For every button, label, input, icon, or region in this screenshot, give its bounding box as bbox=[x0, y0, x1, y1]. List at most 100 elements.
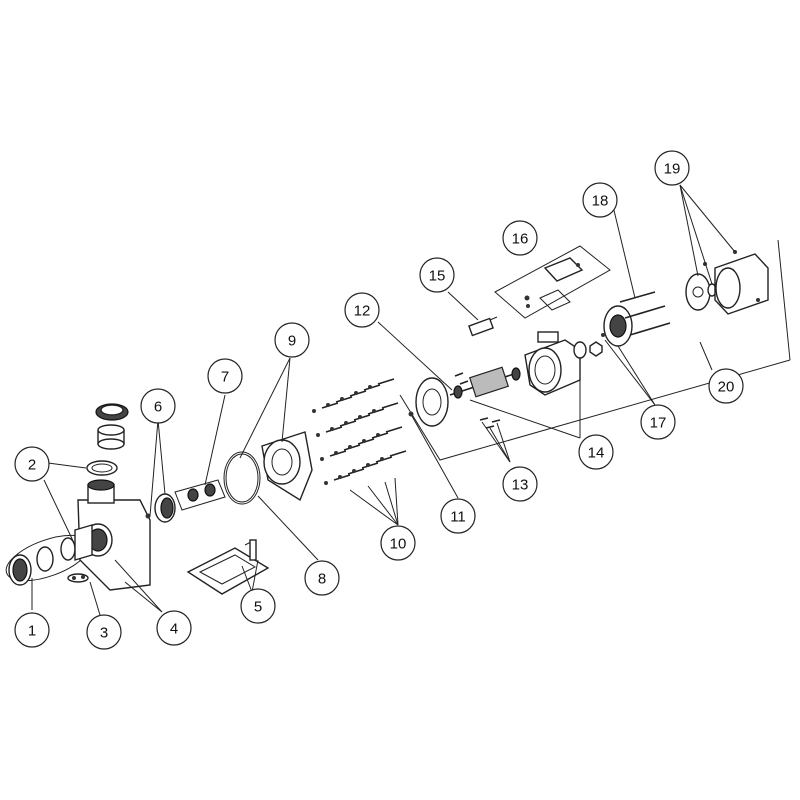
callout-circle bbox=[207, 358, 243, 394]
callout-circle bbox=[582, 182, 618, 218]
callout-circle bbox=[578, 434, 614, 470]
callout-14: 14 bbox=[578, 434, 614, 470]
callout-circle bbox=[654, 150, 690, 186]
bolt bbox=[367, 408, 385, 415]
nut bbox=[312, 409, 316, 413]
bolt bbox=[375, 456, 393, 463]
bolt bbox=[339, 420, 357, 427]
nut bbox=[362, 439, 366, 443]
bolt bbox=[343, 444, 361, 451]
nut bbox=[380, 457, 384, 461]
part-9-seal-plate bbox=[261, 431, 313, 502]
callout-number: 4 bbox=[170, 621, 178, 638]
nut bbox=[316, 433, 320, 437]
part-2-o-ring bbox=[86, 460, 118, 476]
callout-circle bbox=[708, 368, 744, 404]
bolt bbox=[385, 426, 403, 433]
nut bbox=[358, 415, 362, 419]
callout-circle bbox=[640, 404, 676, 440]
part-10-bolts bbox=[312, 378, 407, 485]
callout-15: 15 bbox=[419, 257, 455, 293]
callout-number: 19 bbox=[664, 161, 681, 178]
callout-circle bbox=[274, 322, 310, 358]
callout-number: 20 bbox=[718, 379, 735, 396]
nut bbox=[348, 445, 352, 449]
bolt bbox=[363, 384, 381, 391]
bolt bbox=[353, 414, 371, 421]
nut bbox=[352, 469, 356, 473]
callout-number: 17 bbox=[650, 415, 667, 432]
bolt bbox=[325, 426, 343, 433]
callout-number: 6 bbox=[154, 399, 162, 416]
nut bbox=[344, 421, 348, 425]
part-8-large-o-ring bbox=[223, 451, 261, 505]
motor-stator bbox=[524, 331, 581, 396]
callout-circle bbox=[419, 257, 455, 293]
nut bbox=[340, 397, 344, 401]
callout-18: 18 bbox=[582, 182, 618, 218]
callout-number: 12 bbox=[354, 303, 371, 320]
nut bbox=[376, 433, 380, 437]
callout-circle bbox=[140, 388, 176, 424]
part-12-rotor bbox=[449, 366, 521, 399]
bolt bbox=[347, 468, 365, 475]
callout-number: 5 bbox=[254, 599, 262, 616]
bolt bbox=[333, 474, 351, 481]
motor-assembly-outline bbox=[399, 239, 791, 461]
callout-1: 1 bbox=[14, 612, 50, 648]
part-5-base-bracket bbox=[186, 539, 270, 595]
part-15-capacitor bbox=[468, 316, 498, 337]
callout-8: 8 bbox=[304, 560, 340, 596]
callout-circle bbox=[156, 610, 192, 646]
part-13-screws bbox=[454, 372, 501, 429]
callout-number: 8 bbox=[318, 571, 326, 588]
nut bbox=[338, 475, 342, 479]
bolt bbox=[329, 450, 347, 457]
nut bbox=[326, 403, 330, 407]
callout-20: 20 bbox=[708, 368, 744, 404]
callout-16: 16 bbox=[502, 220, 538, 256]
bolt bbox=[371, 432, 389, 439]
part-3-drain-plug bbox=[67, 573, 89, 583]
callout-number: 18 bbox=[592, 193, 609, 210]
callout-4: 4 bbox=[156, 610, 192, 646]
part-6-impeller bbox=[145, 493, 176, 523]
callout-number: 7 bbox=[221, 369, 229, 386]
callout-circle bbox=[304, 560, 340, 596]
callout-number: 11 bbox=[450, 509, 466, 526]
nut bbox=[320, 457, 324, 461]
callout-10: 10 bbox=[380, 525, 416, 561]
nut bbox=[330, 427, 334, 431]
bolt bbox=[321, 402, 339, 409]
callout-12: 12 bbox=[344, 292, 380, 328]
callout-3: 3 bbox=[86, 614, 122, 650]
callout-circle bbox=[502, 466, 538, 502]
part-19-fan-and-cover bbox=[685, 250, 769, 315]
part-18-tie-rods bbox=[619, 291, 671, 336]
callout-13: 13 bbox=[502, 466, 538, 502]
callout-circle bbox=[14, 446, 50, 482]
part-16-terminal-box bbox=[494, 245, 611, 319]
callout-circle bbox=[502, 220, 538, 256]
part-17-end-shield bbox=[601, 305, 633, 347]
callout-number: 10 bbox=[390, 536, 407, 553]
nut bbox=[368, 385, 372, 389]
callout-circle bbox=[240, 588, 276, 624]
callout-circle bbox=[380, 525, 416, 561]
callout-number: 1 bbox=[28, 623, 36, 640]
bolt bbox=[357, 438, 375, 445]
callout-9: 9 bbox=[274, 322, 310, 358]
part-7-mechanical-seal bbox=[174, 479, 226, 511]
callout-number: 2 bbox=[28, 457, 36, 474]
bolt bbox=[389, 450, 407, 457]
nut bbox=[324, 481, 328, 485]
callout-number: 9 bbox=[288, 333, 296, 350]
upper-union-nut bbox=[95, 403, 129, 450]
callout-number: 16 bbox=[512, 231, 529, 248]
bolt bbox=[377, 378, 395, 385]
leader-lines bbox=[31, 184, 736, 616]
callout-17: 17 bbox=[640, 404, 676, 440]
callout-circle bbox=[86, 614, 122, 650]
callout-circle bbox=[344, 292, 380, 328]
callout-circle bbox=[440, 498, 476, 534]
